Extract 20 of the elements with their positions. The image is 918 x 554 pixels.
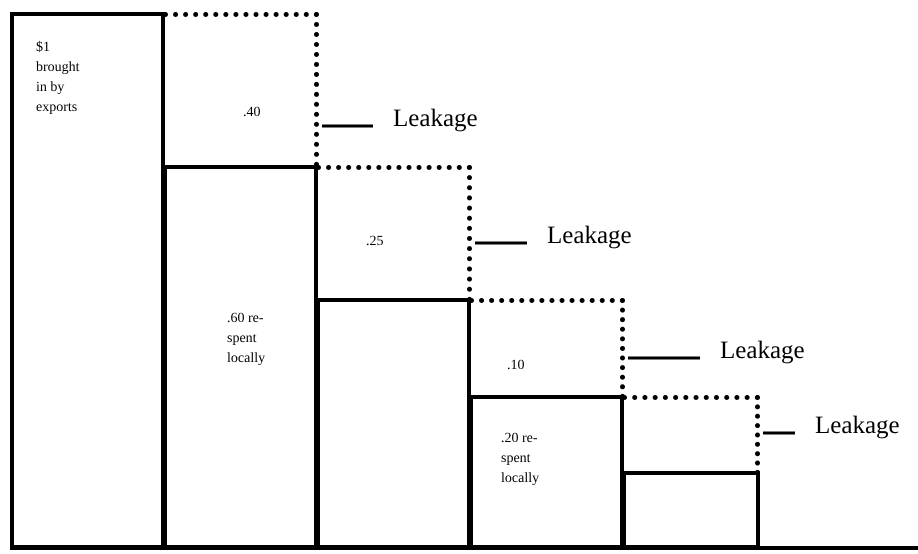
leader-line <box>763 432 795 434</box>
amount-label: $1 brought in by exports <box>36 39 81 117</box>
spending-bar <box>469 395 624 549</box>
amount-label: .25 <box>366 233 384 251</box>
amount-label: .20 re-spent locally <box>501 430 540 488</box>
leakage-label: Leakage <box>815 412 900 440</box>
spending-bar <box>316 298 471 549</box>
spending-bar <box>622 471 760 549</box>
amount-label: .10 <box>507 357 526 375</box>
leader-line <box>475 242 527 244</box>
spending-bar <box>163 165 318 549</box>
leakage-label: Leakage <box>720 337 805 365</box>
leakage-segment <box>163 12 319 167</box>
leader-line <box>628 356 700 360</box>
leakage-label: Leakage <box>393 105 478 133</box>
amount-label: .60 re-spent locally <box>227 310 266 368</box>
leakage-label: Leakage <box>547 222 632 250</box>
leader-line <box>322 124 373 128</box>
spending-bar <box>10 12 165 549</box>
amount-label: .40 <box>243 104 262 122</box>
